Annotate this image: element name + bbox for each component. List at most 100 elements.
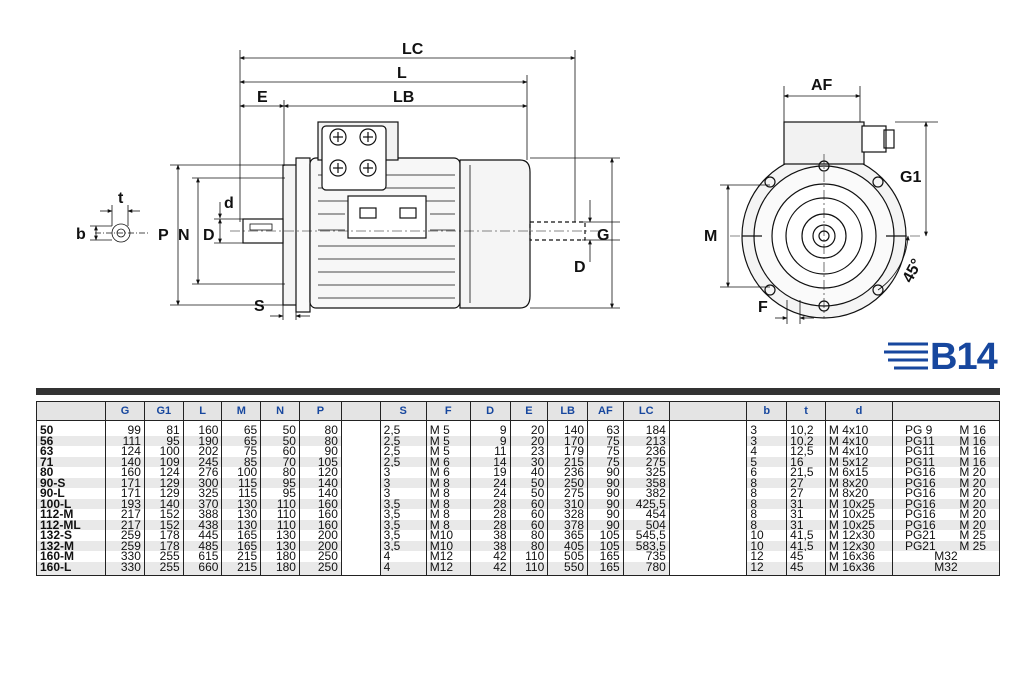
table-cell: 3,5: [379, 530, 427, 541]
motor-size-cell: 112-M: [35, 509, 107, 520]
table-cell: 100: [221, 467, 262, 478]
motor-size-cell: 63: [35, 446, 107, 457]
table-cell: 65: [221, 420, 262, 436]
cable-gland-cell: M32: [891, 561, 1001, 576]
table-cell: 45: [786, 561, 826, 576]
spacer-cell: [668, 540, 748, 551]
table-cell: 3: [379, 467, 427, 478]
table-cell: M10: [425, 530, 471, 541]
table-cell: 8: [746, 519, 788, 530]
table-cell: 129: [143, 488, 184, 499]
table-cell: 171: [105, 488, 145, 499]
table-cell: 80: [509, 540, 549, 551]
table-cell: 3: [379, 477, 427, 488]
table-cell: 178: [143, 530, 184, 541]
table-cell: 9: [469, 435, 511, 446]
table-cell: 41,5: [786, 540, 826, 551]
table-cell: M 4x10: [824, 446, 893, 457]
table-cell: 193: [105, 498, 145, 509]
metric-thread: M 20: [959, 509, 986, 520]
table-cell: M 12x30: [824, 530, 893, 541]
table-cell: 80: [298, 420, 342, 436]
table-cell: 330: [105, 551, 145, 562]
table-cell: 550: [547, 561, 589, 576]
table-cell: 160: [182, 420, 223, 436]
table-cell: 180: [260, 551, 300, 562]
table-cell: 130: [221, 509, 262, 520]
table-cell: 165: [221, 530, 262, 541]
table-cell: 75: [221, 446, 262, 457]
table-cell: 405: [547, 540, 589, 551]
table-cell: 200: [298, 540, 342, 551]
table-cell: 8: [746, 498, 788, 509]
table-cell: M 5x12: [824, 456, 893, 467]
table-cell: 75: [587, 435, 624, 446]
table-cell: 115: [221, 488, 262, 499]
table-cell: 780: [622, 561, 670, 576]
table-cell: 236: [622, 446, 670, 457]
motor-front-view: [741, 121, 907, 319]
table-cell: 28: [469, 498, 511, 509]
table-cell: 124: [105, 446, 145, 457]
table-cell: M 8x20: [824, 477, 893, 488]
spacer-cell: [340, 509, 381, 520]
table-cell: 65: [221, 435, 262, 446]
table-cell: 90: [587, 519, 624, 530]
metric-thread: M 16: [959, 423, 986, 436]
table-cell: 276: [182, 467, 223, 478]
table-cell: 236: [547, 467, 589, 478]
table-cell: 110: [260, 519, 300, 530]
motor-side-view: [242, 121, 586, 313]
table-cell: 160: [298, 498, 342, 509]
table-cell: 140: [298, 477, 342, 488]
spacer-cell: [340, 498, 381, 509]
dim-label-lc: LC: [402, 41, 424, 58]
column-header-m: M: [221, 401, 262, 421]
table-cell: 3: [746, 420, 788, 436]
table-cell: 120: [298, 467, 342, 478]
table-cell: 365: [547, 530, 589, 541]
column-header-lc: LC: [622, 401, 670, 421]
table-cell: 213: [622, 435, 670, 446]
metric-thread: M 25: [959, 540, 986, 552]
dim-label-l: L: [397, 65, 407, 82]
table-cell: 10: [746, 540, 788, 551]
column-header-blank: [340, 401, 381, 421]
table-cell: 250: [547, 477, 589, 488]
table-cell: 259: [105, 530, 145, 541]
spacer-cell: [340, 467, 381, 478]
spacer-cell: [340, 561, 381, 576]
table-cell: 250: [298, 551, 342, 562]
table-cell: 140: [143, 498, 184, 509]
dim-label-lb: LB: [393, 89, 414, 106]
table-cell: 75: [587, 456, 624, 467]
metric-thread: M 20: [959, 477, 986, 489]
table-cell: 28: [469, 519, 511, 530]
spacer-cell: [668, 435, 748, 446]
table-cell: 90: [587, 488, 624, 499]
table-cell: 445: [182, 530, 223, 541]
table-cell: 165: [587, 561, 624, 576]
spacer-cell: [340, 551, 381, 562]
spacer-cell: [340, 530, 381, 541]
dim-label-angle: 45°: [900, 256, 926, 285]
table-cell: 24: [469, 488, 511, 499]
spacer-cell: [668, 446, 748, 457]
table-cell: 90: [587, 477, 624, 488]
table-cell: 14: [469, 456, 511, 467]
spacer-cell: [668, 519, 748, 530]
metric-thread: M 16: [959, 456, 986, 468]
motor-size-cell: 71: [35, 456, 107, 467]
dim-label-s: S: [254, 298, 265, 315]
table-cell: 245: [182, 456, 223, 467]
spacer-cell: [668, 420, 748, 436]
table-cell: 425,5: [622, 498, 670, 509]
